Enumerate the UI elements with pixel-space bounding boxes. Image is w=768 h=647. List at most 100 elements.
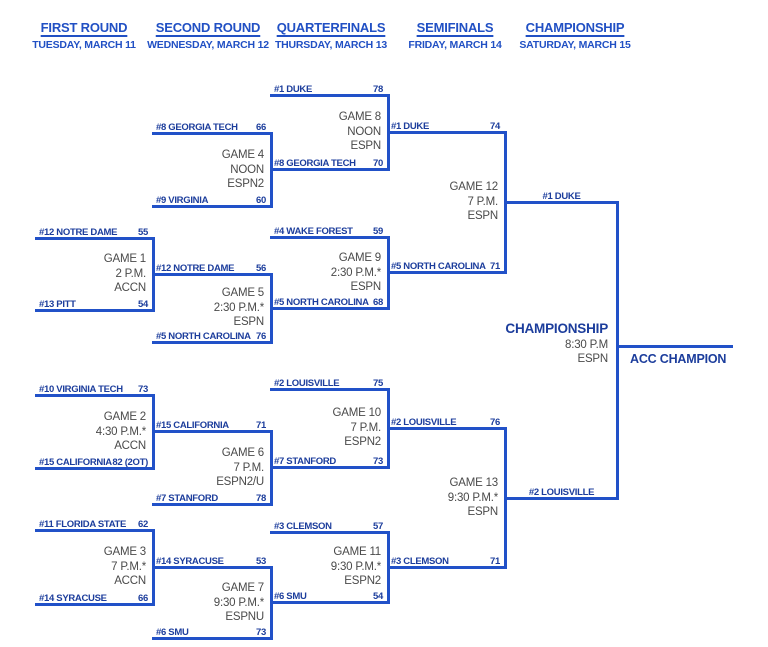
game-label: GAME 4	[221, 149, 264, 161]
team-score: 55	[138, 227, 148, 238]
game-network: ESPN	[350, 281, 381, 293]
g10-connector	[387, 388, 390, 469]
team-name: #1 DUKE	[274, 84, 313, 95]
round-date: THURSDAY, MARCH 13	[274, 39, 388, 51]
team-name: #6 SMU	[274, 591, 307, 602]
round-date: WEDNESDAY, MARCH 12	[147, 39, 269, 51]
team-score: 73	[138, 384, 148, 395]
team-score: 70	[373, 158, 383, 169]
game-label: GAME 9	[338, 252, 381, 264]
game-network: ESPN2/U	[216, 476, 264, 488]
g11-bottom-line: #6 SMU 54	[270, 591, 390, 604]
game-network: ACCN	[114, 440, 146, 452]
final-top-line: #1 DUKE	[504, 191, 619, 204]
game-time: 7 P.M.	[350, 421, 381, 434]
game-time: 8:30 P.M	[565, 338, 608, 351]
game-label: GAME 13	[449, 477, 499, 489]
team-score: 53	[256, 556, 266, 567]
game-network: ACCN	[114, 575, 146, 587]
team-score: 60	[256, 195, 266, 206]
g3-connector	[152, 529, 155, 606]
team-name: #3 CLEMSON	[274, 521, 332, 532]
game-time: 2 P.M.	[115, 267, 146, 280]
team-score: 57	[373, 521, 383, 532]
team-name: #10 VIRGINIA TECH	[39, 384, 123, 395]
g1-connector	[152, 237, 155, 312]
team-name: #1 DUKE	[542, 191, 581, 202]
team-score: 68	[373, 297, 383, 308]
game-network: ESPN2	[344, 575, 381, 587]
round-date: SATURDAY, MARCH 15	[519, 39, 631, 51]
team-score: 54	[373, 591, 383, 602]
g2-connector	[152, 394, 155, 470]
team-name: #8 GEORGIA TECH	[156, 122, 238, 133]
g3-top-line: #11 FLORIDA STATE 62	[35, 519, 155, 532]
team-score: 75	[373, 378, 383, 389]
game-label: GAME 6	[221, 447, 264, 459]
game-network: ACCN	[114, 282, 146, 294]
team-score: 78	[373, 84, 383, 95]
game-label: GAME 10	[332, 407, 382, 419]
g3-info: GAME 3 7 P.M.* ACCN	[46, 545, 146, 589]
g11-connector	[387, 531, 390, 604]
team-name: #2 LOUISVILLE	[274, 378, 340, 389]
g13-connector	[504, 427, 507, 569]
final-bottom-line: #2 LOUISVILLE	[504, 487, 619, 500]
game-network: ESPN	[467, 210, 498, 222]
team-score: 71	[256, 420, 266, 431]
round-title: QUARTERFINALS	[276, 20, 386, 35]
team-score: 71	[490, 261, 500, 272]
round-date: TUESDAY, MARCH 11	[32, 39, 136, 51]
game-network: ESPN	[577, 353, 608, 365]
g8-connector	[387, 94, 390, 171]
game-network: ESPN	[350, 140, 381, 152]
team-name: #1 DUKE	[391, 121, 430, 132]
team-name: #7 STANFORD	[156, 493, 218, 504]
g7-connector	[270, 566, 273, 640]
team-score: 62	[138, 519, 148, 530]
game-label: GAME 3	[103, 546, 146, 558]
g8-top-line: #1 DUKE 78	[270, 84, 390, 97]
team-name: #12 NOTRE DAME	[39, 227, 118, 238]
team-score: 54	[138, 299, 148, 310]
team-name: #3 CLEMSON	[391, 556, 449, 567]
team-name: #11 FLORIDA STATE	[39, 519, 127, 530]
team-name: #14 SYRACUSE	[156, 556, 224, 567]
game-time: NOON	[347, 125, 381, 138]
game-time: 2:30 P.M.*	[213, 301, 264, 314]
game-network: ESPN	[467, 506, 498, 518]
team-name: #5 NORTH CAROLINA	[156, 331, 251, 342]
team-score: 73	[373, 456, 383, 467]
team-name: #6 SMU	[156, 627, 189, 638]
team-score: 73	[256, 627, 266, 638]
g4-connector	[270, 132, 273, 208]
game-label: GAME 8	[338, 111, 381, 123]
team-score: 78	[256, 493, 266, 504]
team-score: 82 (2OT)	[112, 457, 148, 468]
game-time: 7 P.M.*	[111, 560, 146, 573]
game-label: GAME 2	[103, 411, 146, 423]
team-score: 66	[138, 593, 148, 604]
game-label: GAME 7	[221, 582, 264, 594]
